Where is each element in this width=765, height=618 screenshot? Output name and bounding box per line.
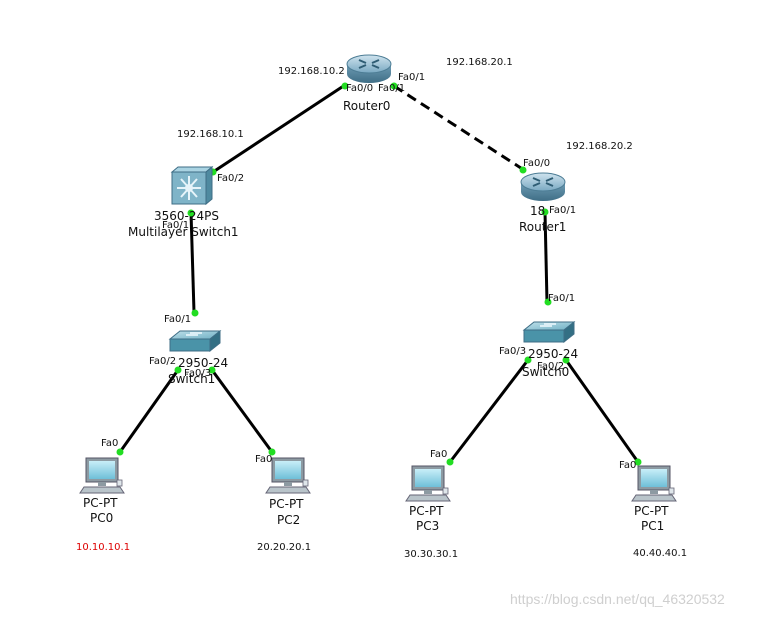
pc2-icon[interactable] bbox=[265, 457, 311, 494]
ip-label-192-168-10-2: 192.168.10.2 bbox=[278, 66, 345, 77]
pc1-ip: 40.40.40.1 bbox=[633, 548, 688, 559]
port-label: Fa0/2 bbox=[537, 361, 565, 372]
port-label: Fa0/3 bbox=[499, 346, 527, 357]
port-label: Fa0/0 bbox=[523, 158, 551, 169]
port-label: Fa0 bbox=[255, 454, 273, 465]
pc3-type: PC-PT bbox=[409, 504, 444, 518]
port-label: Fa0/0 bbox=[346, 83, 374, 94]
link-router0-router1[interactable] bbox=[393, 84, 525, 172]
pc0-ip: 10.10.10.1 bbox=[76, 542, 131, 553]
pc0-type: PC-PT bbox=[83, 496, 118, 510]
link-ml-switch1[interactable] bbox=[189, 211, 196, 313]
router0-icon[interactable] bbox=[346, 54, 392, 83]
router0-name: Router0 bbox=[343, 99, 391, 113]
link-switch0-pc3[interactable] bbox=[448, 359, 530, 463]
switch1-model: 2950-24 bbox=[178, 356, 229, 370]
ip-label-192-168-20-1: 192.168.20.1 bbox=[446, 57, 513, 68]
port-label: Fa0/1 bbox=[549, 205, 577, 216]
switch0-icon[interactable] bbox=[522, 320, 576, 344]
port-label: Fa0/3 bbox=[184, 368, 212, 379]
pc3-icon[interactable] bbox=[405, 465, 451, 502]
link-switch1-pc2[interactable] bbox=[210, 369, 274, 453]
switch1-name: Switch1 bbox=[168, 372, 216, 386]
port-label: Fa0 bbox=[619, 460, 637, 471]
port-label: Fa0/1 bbox=[162, 220, 190, 231]
pc0-name: PC0 bbox=[90, 511, 114, 525]
pc1-name: PC1 bbox=[641, 519, 665, 533]
pc2-name: PC2 bbox=[277, 513, 301, 527]
switch0-model: 2950-24 bbox=[528, 347, 579, 361]
link-router1-switch0[interactable] bbox=[543, 211, 549, 303]
port-lights bbox=[116, 82, 642, 466]
multilayer-switch-icon[interactable] bbox=[170, 165, 214, 206]
port-label: Fa0 bbox=[101, 438, 119, 449]
watermark: https://blog.csdn.net/qq_46320532 bbox=[510, 591, 725, 607]
router1-name: Router1 bbox=[519, 220, 567, 234]
port-label: Fa0/1 bbox=[164, 314, 192, 325]
pc3-name: PC3 bbox=[416, 519, 440, 533]
link-switch1-pc0[interactable] bbox=[118, 369, 180, 453]
mlswitch-model: 3560-24PS bbox=[154, 209, 219, 223]
port-label: Fa0/1 bbox=[378, 83, 406, 94]
pc2-type: PC-PT bbox=[269, 497, 304, 511]
port-label: Fa0/2 bbox=[149, 356, 177, 367]
router1-model: 18 bbox=[530, 204, 546, 218]
switch1-icon[interactable] bbox=[168, 329, 222, 353]
router1-icon[interactable] bbox=[520, 172, 566, 201]
ip-label-192-168-10-1: 192.168.10.1 bbox=[177, 129, 244, 140]
pc0-icon[interactable] bbox=[79, 457, 125, 494]
pc1-type: PC-PT bbox=[634, 504, 669, 518]
pc3-ip: 30.30.30.1 bbox=[404, 549, 459, 560]
link-switch0-pc1[interactable] bbox=[564, 359, 640, 463]
pc2-ip: 20.20.20.1 bbox=[257, 542, 312, 553]
port-label: Fa0 bbox=[430, 449, 448, 460]
link-ml-router0[interactable] bbox=[212, 83, 346, 174]
port-label: Fa0/1 bbox=[548, 293, 576, 304]
port-label: Fa0/1 bbox=[398, 72, 426, 83]
ip-label-192-168-20-2: 192.168.20.2 bbox=[566, 141, 633, 152]
switch0-name: Switch0 bbox=[522, 365, 570, 379]
port-label: Fa0/2 bbox=[217, 173, 245, 184]
mlswitch-name: Multilayer Switch1 bbox=[128, 225, 239, 239]
pc1-icon[interactable] bbox=[631, 465, 677, 502]
